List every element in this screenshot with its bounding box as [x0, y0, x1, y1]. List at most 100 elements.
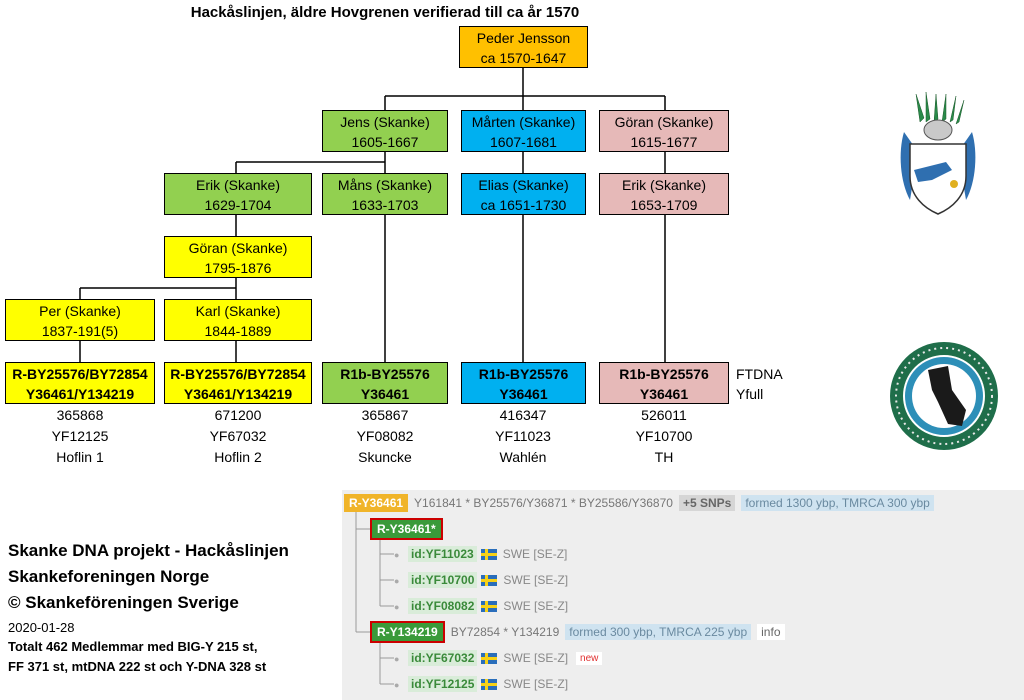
- person-karl: Karl (Skanke) 1844-1889: [164, 299, 312, 341]
- haplogroup-yfull: Y36461: [639, 386, 689, 402]
- kit-number: 671200: [214, 407, 262, 423]
- yfull-snps: Y161841 * BY25576/Y36871 * BY25586/Y3687…: [414, 496, 673, 510]
- haplogroup-ftdna: R-BY25576/BY72854: [12, 366, 148, 382]
- person-name: Mårten (Skanke): [471, 114, 576, 130]
- person-elias: Elias (Skanke) ca 1651-1730: [461, 173, 586, 215]
- person-years: ca 1570-1647: [480, 50, 567, 66]
- kit-number: 365867: [361, 407, 409, 423]
- yfull-member-id[interactable]: id:YF08082: [408, 598, 478, 614]
- haplogroup-box: R1b-BY25576 Y36461: [599, 362, 729, 404]
- person-erik-1629: Erik (Skanke) 1629-1704: [164, 173, 312, 215]
- tester-info: 416347 YF11023 Wahlén: [446, 405, 600, 468]
- yfull-branch-row[interactable]: R-Y134219 BY72854 * Y134219 formed 300 y…: [370, 621, 785, 643]
- haplogroup-box: R-BY25576/BY72854 Y36461/Y134219: [5, 362, 155, 404]
- yfull-member-id[interactable]: id:YF11023: [408, 546, 477, 562]
- yfull-node-branch2[interactable]: R-Y134219: [370, 621, 445, 643]
- person-years: 1795-1876: [204, 260, 272, 276]
- person-years: 1844-1889: [204, 323, 272, 339]
- yfull-branch-row[interactable]: R-Y36461*: [370, 518, 443, 540]
- sweden-flag-icon: [480, 548, 497, 560]
- yfull-member-row[interactable]: ● id:YF08082 SWE [SE-Z]: [394, 596, 568, 616]
- yfull-member-row[interactable]: ● id:YF11023 SWE [SE-Z]: [394, 544, 567, 564]
- member-country: SWE [SE-Z]: [503, 651, 569, 665]
- person-name: Göran (Skanke): [188, 240, 288, 256]
- tester-info: 526011 YF10700 TH: [587, 405, 741, 468]
- person-icon: ●: [394, 602, 400, 612]
- yfull-member-row[interactable]: ● id:YF67032 SWE [SE-Z] new: [394, 648, 603, 668]
- haplogroup-ftdna: R1b-BY25576: [619, 366, 709, 382]
- person-years: ca 1651-1730: [480, 197, 567, 213]
- footer-stats-2: FF 371 st, mtDNA 222 st och Y-DNA 328 st: [8, 659, 267, 674]
- yfull-id: YF67032: [209, 428, 267, 444]
- sweden-flag-icon: [481, 652, 498, 664]
- person-years: 1607-1681: [490, 134, 557, 150]
- haplogroup-ftdna: R1b-BY25576: [478, 366, 569, 382]
- diagram-title: Hackåslinjen, äldre Hovgrenen verifierad…: [190, 4, 580, 21]
- yfull-id: YF12125: [51, 428, 109, 444]
- haplogroup-yfull: Y36461/Y134219: [183, 386, 293, 402]
- person-goran-1795: Göran (Skanke) 1795-1876: [164, 236, 312, 278]
- person-years: 1629-1704: [204, 197, 272, 213]
- yfull-member-id[interactable]: id:YF67032: [408, 650, 478, 666]
- haplogroup-box: R-BY25576/BY72854 Y36461/Y134219: [164, 362, 312, 404]
- tester-label: TH: [654, 449, 674, 465]
- haplogroup-yfull: Y36461: [499, 386, 548, 402]
- person-name: Karl (Skanke): [195, 303, 281, 319]
- yfull-id: YF08082: [356, 428, 414, 444]
- tester-info: 365867 YF08082 Skuncke: [308, 405, 462, 468]
- sweden-flag-icon: [481, 600, 498, 612]
- person-name: Per (Skanke): [39, 303, 121, 319]
- person-icon: ●: [394, 550, 400, 560]
- person-goran-1615: Göran (Skanke) 1615-1677: [599, 110, 729, 152]
- new-badge: new: [576, 651, 603, 665]
- footer-stats-1: Totalt 462 Medlemmar med BIG-Y 215 st,: [8, 639, 258, 654]
- haplogroup-box: R1b-BY25576 Y36461: [322, 362, 448, 404]
- yfull-root-row[interactable]: R-Y36461 Y161841 * BY25576/Y36871 * BY25…: [344, 493, 934, 513]
- person-years: 1633-1703: [351, 197, 419, 213]
- sweden-flag-icon: [481, 678, 498, 690]
- kit-number: 416347: [499, 407, 547, 423]
- yfull-member-id[interactable]: id:YF12125: [408, 676, 478, 692]
- footer-date: 2020-01-28: [8, 620, 75, 635]
- person-icon: ●: [394, 576, 400, 586]
- info-button[interactable]: info: [757, 624, 785, 640]
- tester-info: 365868 YF12125 Hoflin 1: [3, 405, 157, 468]
- footer-society-norway: Skankeforeningen Norge: [8, 567, 210, 586]
- snp-count-badge[interactable]: +5 SNPs: [678, 495, 736, 511]
- person-name: Erik (Skanke): [621, 177, 707, 193]
- sweden-flag-icon: [481, 574, 498, 586]
- haplogroup-box: R1b-BY25576 Y36461: [461, 362, 586, 404]
- yfull-node-root[interactable]: R-Y36461: [344, 494, 409, 512]
- yfull-member-id[interactable]: id:YF10700: [408, 572, 478, 588]
- haplogroup-ftdna: R1b-BY25576: [340, 366, 430, 382]
- person-years: 1653-1709: [630, 197, 698, 213]
- yfull-tree-panel: R-Y36461 Y161841 * BY25576/Y36871 * BY25…: [342, 490, 1024, 700]
- person-marten: Mårten (Skanke) 1607-1681: [461, 110, 586, 152]
- person-per: Per (Skanke) 1837-191(5): [5, 299, 155, 341]
- yfull-member-row[interactable]: ● id:YF12125 SWE [SE-Z]: [394, 674, 568, 694]
- haplogroup-yfull: Y36461: [360, 386, 410, 402]
- haplogroup-yfull: Y36461/Y134219: [25, 386, 135, 402]
- person-name: Måns (Skanke): [337, 177, 433, 193]
- yfull-id: YF10700: [635, 428, 693, 444]
- yfull-id: YF11023: [495, 428, 551, 444]
- ftdna-label: FTDNA: [736, 366, 783, 382]
- person-icon: ●: [394, 680, 400, 690]
- tester-label: Skuncke: [358, 449, 412, 465]
- person-name: Erik (Skanke): [195, 177, 281, 193]
- tester-label: Wahlén: [499, 449, 547, 465]
- footer-copyright: © Skankeföreningen Sverige: [8, 593, 239, 612]
- yfull-member-row[interactable]: ● id:YF10700 SWE [SE-Z]: [394, 570, 568, 590]
- age-badge: formed 1300 ybp, TMRCA 300 ybp: [741, 495, 934, 511]
- yfull-node-branch1[interactable]: R-Y36461*: [370, 518, 443, 540]
- tester-label: Hoflin 1: [56, 449, 104, 465]
- person-years: 1615-1677: [630, 134, 698, 150]
- tester-label: Hoflin 2: [214, 449, 262, 465]
- person-name: Göran (Skanke): [614, 114, 714, 130]
- person-name: Jens (Skanke): [340, 114, 430, 130]
- member-country: SWE [SE-Z]: [503, 573, 569, 587]
- footer-project: Skanke DNA projekt - Hackåslinjen: [8, 541, 289, 560]
- kit-number: 365868: [56, 407, 104, 423]
- member-country: SWE [SE-Z]: [502, 547, 568, 561]
